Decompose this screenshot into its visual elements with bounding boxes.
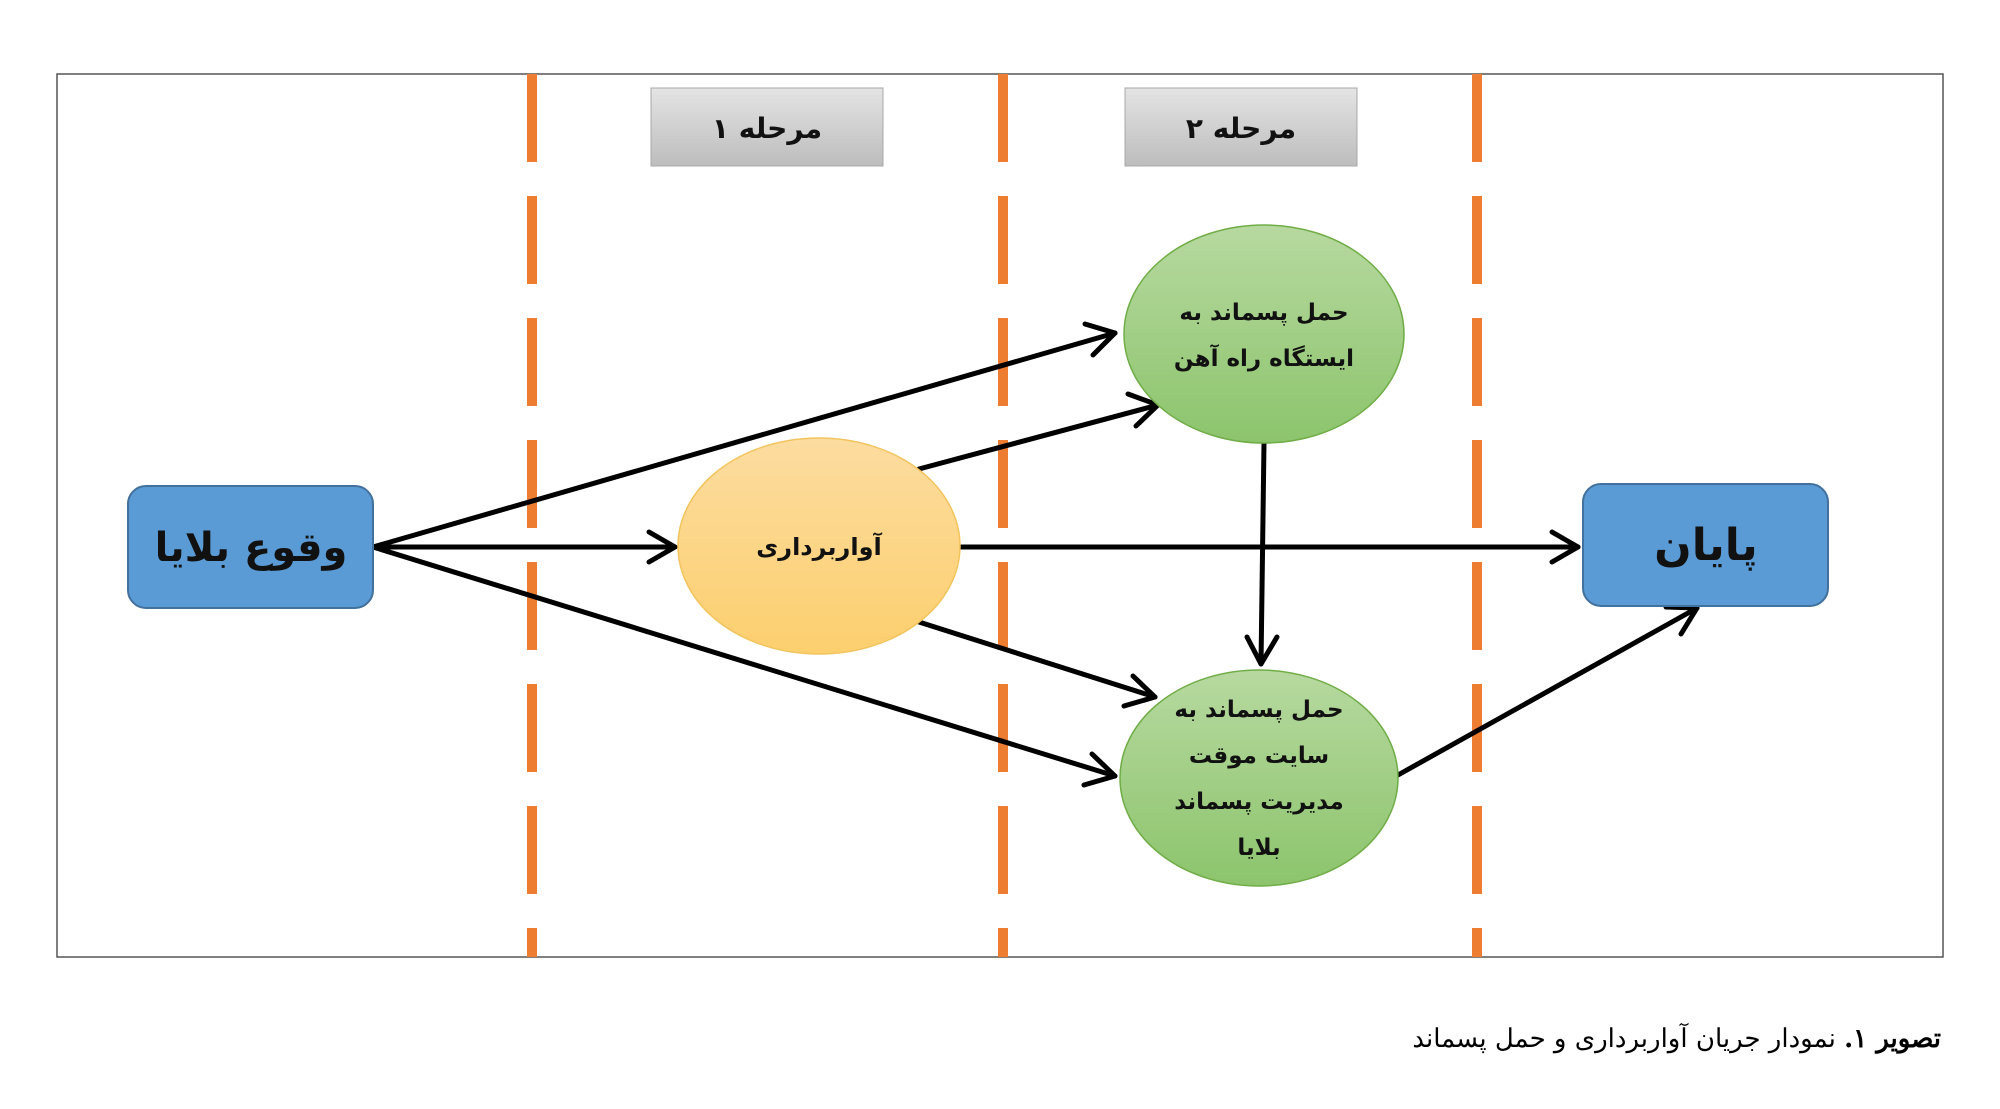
edge-site-to-end [1395,604,1700,778]
caption-text: نمودار جریان آواربرداری و حمل پسماند [1412,1024,1845,1054]
edge-demolition-to-site [916,619,1158,709]
edges [370,321,1700,788]
node-start-label: وقوع بلایا [155,525,348,571]
node-site-line-1: حمل پسماند به [1174,697,1343,723]
node-demolition: آواربرداری [677,437,961,655]
edge-rail-to-site [1244,440,1280,667]
node-start: وقوع بلایا [127,485,374,609]
node-rail-line-2: ایستگاه راه آهن [1174,343,1354,372]
node-rail: حمل پسماند به ایستگاه راه آهن [1123,224,1405,444]
stage-header-2: مرحله ۲ [1124,87,1358,167]
stage-label-2: مرحله ۲ [1186,112,1296,145]
stage-dividers [527,74,1482,957]
figure-caption: تصویر ۱. نمودار جریان آواربرداری و حمل پ… [1412,1024,1941,1054]
node-end: پایان [1582,483,1829,607]
node-demolition-label: آواربرداری [756,532,882,561]
node-end-label: پایان [1654,520,1758,571]
edge-demolition-to-end [957,529,1581,565]
caption-number: تصویر ۱. [1844,1024,1941,1054]
edge-start-to-demolition [370,529,678,565]
edge-start-to-site [370,544,1118,788]
edge-start-to-rail [370,321,1118,550]
node-site: حمل پسماند به سایت موقت مدیریت پسماند بل… [1119,669,1399,887]
node-site-line-4: بلایا [1237,835,1280,861]
stage-label-1: مرحله ۱ [712,112,822,145]
node-rail-line-1: حمل پسماند به [1179,300,1348,326]
stage-header-1: مرحله ۱ [650,87,884,167]
node-site-line-3: مدیریت پسماند [1174,789,1343,815]
node-site-line-2: سایت موقت [1189,743,1329,769]
